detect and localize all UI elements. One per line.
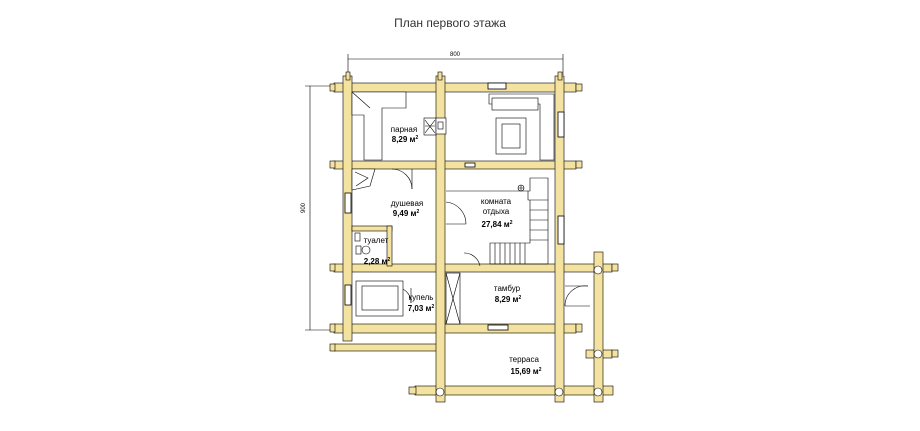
room-label-komnata: комната отдыха 27,84 м2 — [481, 197, 513, 229]
room-label-parnaya: парная 8,29 м2 — [391, 125, 419, 144]
log-end — [329, 160, 336, 169]
log-end — [557, 71, 563, 81]
partition-cross — [445, 272, 461, 325]
windows — [344, 82, 565, 331]
log-end — [408, 386, 417, 395]
wall-row-2 — [333, 160, 577, 170]
doors — [391, 168, 590, 307]
window — [487, 324, 509, 331]
room-area: 8,29 м2 — [495, 295, 522, 304]
log-end — [575, 160, 583, 169]
dimension-height-label: 900 — [301, 202, 307, 213]
room-area: 8,29 м2 — [392, 135, 419, 144]
log-end — [611, 349, 619, 358]
room-area: 7,03 м2 — [408, 304, 435, 313]
room-name: туалет — [364, 236, 389, 245]
room-name: парная — [391, 125, 417, 134]
window — [344, 192, 352, 214]
room-label-terrasa: терраса 15,69 м2 — [509, 355, 542, 376]
stairs — [446, 177, 549, 265]
log-end — [329, 263, 336, 272]
room-label-tualet: туалет 2,28 м2 — [364, 236, 391, 266]
room-area: 9,49 м2 — [393, 209, 420, 218]
room-label-kupel: купель 7,03 м2 — [408, 293, 435, 313]
window — [487, 82, 507, 90]
log-end — [611, 263, 619, 272]
dimension-left: 900 — [301, 85, 330, 331]
table-icon — [495, 117, 527, 155]
room-name: душевая — [391, 199, 423, 208]
window — [464, 162, 476, 168]
stove-icon — [423, 117, 447, 136]
dimension-width-label: 800 — [450, 52, 461, 58]
room-label-tambur: тамбур 8,29 м2 — [494, 284, 522, 304]
wall-porch-left — [333, 343, 439, 352]
wall-row-4 — [333, 323, 577, 334]
room-area: 27,84 м2 — [482, 220, 513, 229]
log-end — [345, 71, 351, 81]
log-end — [575, 323, 583, 333]
wall-terrace-post — [593, 251, 604, 403]
log-end — [329, 343, 336, 352]
room-area: 15,69 м2 — [511, 367, 542, 376]
sofa-icon — [488, 93, 555, 161]
room-name-line2: отдыха — [483, 207, 510, 216]
terrace-posts — [435, 265, 603, 397]
log-end — [575, 83, 583, 92]
log-end — [329, 83, 336, 92]
dimension-top: 800 — [347, 52, 564, 75]
room-name: тамбур — [494, 284, 521, 293]
wall-top — [333, 82, 577, 93]
pool-icon — [355, 280, 404, 317]
toilet-partition — [351, 225, 393, 267]
log-end — [437, 71, 443, 81]
window — [344, 284, 352, 306]
room-label-dushevaya: душевая 9,49 м2 — [391, 199, 423, 218]
log-end — [329, 323, 336, 333]
room-name: купель — [409, 293, 434, 302]
window — [557, 215, 565, 245]
shower-icon — [351, 168, 376, 191]
sauna-bench — [351, 91, 407, 161]
room-name-line1: комната — [481, 197, 512, 206]
plan-title: План первого этажа — [394, 16, 506, 30]
room-name: терраса — [509, 355, 539, 364]
room-area: 2,28 м2 — [364, 257, 391, 266]
window — [557, 111, 565, 138]
